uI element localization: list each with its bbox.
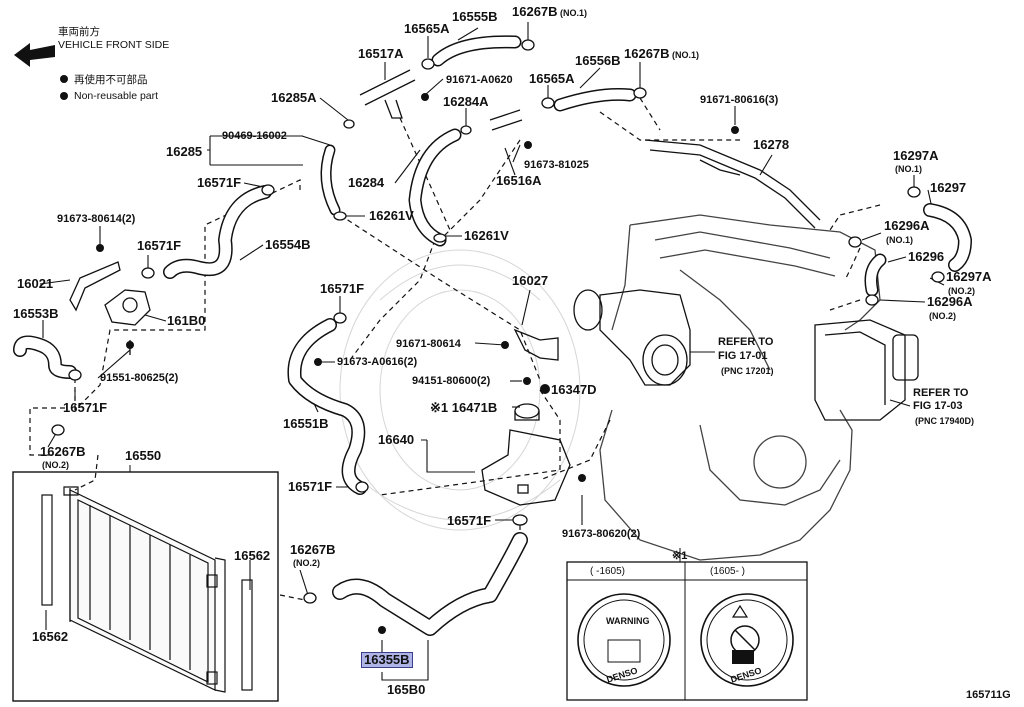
throttle-assembly <box>573 289 691 386</box>
part-label[interactable]: 91551-80625(2) <box>100 372 179 384</box>
part-label[interactable]: 91673-81025 <box>524 159 589 171</box>
seal-16562-right <box>241 579 253 691</box>
refer-label[interactable]: REFER TO <box>718 336 774 348</box>
refer-label: (PNC 17201) <box>721 366 774 376</box>
seal-16562-left <box>41 494 53 606</box>
part-label[interactable]: 16284A <box>443 94 489 109</box>
part-label[interactable]: 16284 <box>348 175 385 190</box>
part-label[interactable]: 165B0 <box>387 682 426 697</box>
inset-col-1: ( -1605) <box>590 566 626 577</box>
part-sublabel: (NO.1) <box>672 50 699 60</box>
part-label[interactable]: 16571F <box>137 238 182 253</box>
refer-label[interactable]: REFER TO <box>913 387 969 399</box>
clamps <box>51 39 945 604</box>
part-label[interactable]: 16027 <box>512 273 549 288</box>
part-label[interactable]: 16021 <box>17 276 54 291</box>
part-label[interactable]: 161B0 <box>167 313 206 328</box>
part-label[interactable]: 16550 <box>125 448 162 463</box>
bolts <box>96 93 739 634</box>
part-label[interactable]: 91673-80614(2) <box>57 213 136 225</box>
part-label[interactable]: 16267B <box>40 444 86 459</box>
part-label[interactable]: 16285A <box>271 90 317 105</box>
part-sublabel: (NO.2) <box>293 558 320 568</box>
radiator-core <box>63 486 226 693</box>
part-label[interactable]: 16285 <box>166 144 203 159</box>
part-label[interactable]: 16571F <box>320 281 365 296</box>
part-label[interactable]: 16562 <box>234 548 271 563</box>
part-label[interactable]: 16267B <box>290 542 336 557</box>
part-label[interactable]: 16267B <box>624 46 670 61</box>
part-label[interactable]: 90469-16002 <box>222 130 287 142</box>
part-label[interactable]: 91673-A0616(2) <box>337 356 418 368</box>
part-sublabel: (NO.1) <box>886 235 913 245</box>
part-label[interactable]: 16562 <box>32 629 69 644</box>
part-label[interactable]: 16297A <box>893 148 939 163</box>
reservoir-tank <box>481 403 571 506</box>
part-label[interactable]: 16565A <box>529 71 575 86</box>
part-label[interactable]: 94151-80600(2) <box>412 375 491 387</box>
part-label[interactable]: 16261V <box>464 228 509 243</box>
part-label[interactable]: 16640 <box>378 432 415 447</box>
refer-label[interactable]: FIG 17-01 <box>718 350 768 362</box>
part-label[interactable]: 16278 <box>753 137 790 152</box>
bullet-icon <box>60 92 68 100</box>
part-label[interactable]: 16296A <box>884 218 930 233</box>
inset-col-2: (1605- ) <box>710 566 746 577</box>
leader-lines <box>39 22 945 681</box>
part-label[interactable]: 16571F <box>63 400 108 415</box>
part-label[interactable]: 16565A <box>404 21 450 36</box>
watermark-logo <box>339 249 581 531</box>
part-label[interactable]: 16554B <box>265 237 311 252</box>
part-label[interactable]: 16555B <box>452 9 498 24</box>
part-label[interactable]: 16296 <box>908 249 945 264</box>
refer-label[interactable]: FIG 17-03 <box>913 400 963 412</box>
hoses <box>13 35 972 636</box>
part-label[interactable]: 91671-80614 <box>396 338 461 350</box>
inset-cap-box <box>566 548 808 701</box>
part-label[interactable]: 16571F <box>197 175 242 190</box>
intercooler-unit <box>814 319 919 421</box>
part-sublabel: (NO.2) <box>948 286 975 296</box>
bracket-16021 <box>69 261 121 312</box>
front-label-jp: 車両前方 <box>58 26 100 38</box>
part-label[interactable]: 16556B <box>575 53 621 68</box>
part-label[interactable]: 16517A <box>358 46 404 61</box>
front-label-en: VEHICLE FRONT SIDE <box>58 39 170 51</box>
refer-label: (PNC 17940D) <box>915 416 975 426</box>
part-label[interactable]: 16347D <box>551 382 597 397</box>
legend-label-en: Non-reusable part <box>74 90 159 102</box>
engine-outline <box>599 214 881 561</box>
radiator-frame <box>12 465 279 702</box>
part-label-highlighted[interactable]: 16355B <box>361 652 413 668</box>
part-label[interactable]: 16551B <box>283 416 329 431</box>
bullet-icon <box>60 75 68 83</box>
figure-id: 165711G <box>966 689 1011 701</box>
part-label[interactable]: ※1 16471B <box>430 400 498 415</box>
part-label[interactable]: 16261V <box>369 208 414 223</box>
part-sublabel: (NO.1) <box>560 8 587 18</box>
part-label[interactable]: 91671-A0620 <box>446 74 513 86</box>
part-label[interactable]: 16553B <box>13 306 59 321</box>
part-label[interactable]: 16516A <box>496 173 542 188</box>
part-label[interactable]: 16297 <box>930 180 967 195</box>
part-label[interactable]: 16296A <box>927 294 973 309</box>
part-label[interactable]: 16571F <box>447 513 492 528</box>
part-sublabel: (NO.1) <box>895 164 922 174</box>
pipes <box>359 69 821 229</box>
warning-triangle-icon <box>731 604 749 618</box>
part-label[interactable]: 16297A <box>946 269 992 284</box>
bracket-16027 <box>513 328 559 361</box>
part-sublabel: (NO.2) <box>42 460 69 470</box>
cap-warning-text: WARNING <box>606 616 650 626</box>
inset-mark: ※1 <box>672 550 688 562</box>
part-label[interactable]: 91671-80616(3) <box>700 94 779 106</box>
part-label[interactable]: 16571F <box>288 479 333 494</box>
part-label[interactable]: 91673-80620(2) <box>562 528 641 540</box>
part-label[interactable]: 16267B <box>512 4 558 19</box>
legend-label-jp: 再使用不可部品 <box>74 74 148 86</box>
front-arrow-icon <box>14 43 55 67</box>
part-sublabel: (NO.2) <box>929 311 956 321</box>
